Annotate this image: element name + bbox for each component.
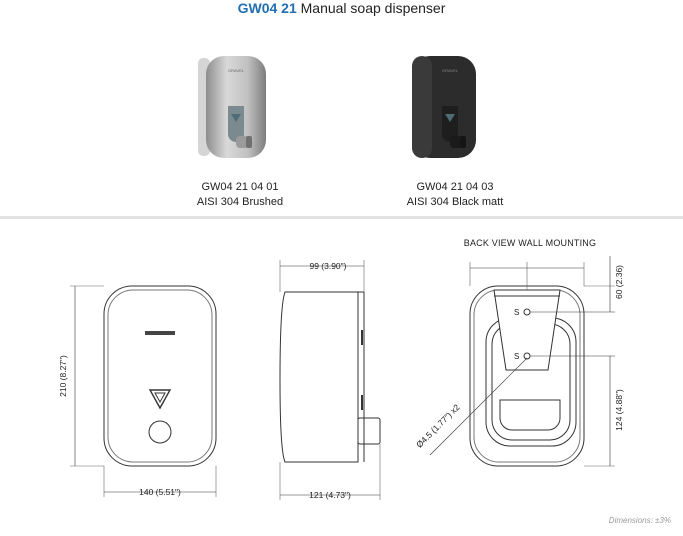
product-code: GW04 21 04 01 (201, 181, 279, 193)
product-image-brushed: GRAVEL (198, 56, 266, 158)
dim-depth-top-label: 99 (3.90") (309, 261, 346, 271)
product-finish: AISI 304 Brushed (196, 196, 284, 208)
product-finish: AISI 304 Black matt (406, 196, 504, 208)
hole-label-top: S (514, 308, 519, 317)
product-code-title: GW04 21 (237, 0, 297, 16)
dim-depth-bottom-label: 121 (4.73") (309, 490, 351, 500)
dimensions-note: Dimensions: ±3% (608, 516, 671, 525)
dim-width-label: 140 (5.51") (139, 487, 181, 497)
svg-text:GRAVEL: GRAVEL (442, 68, 459, 73)
product-code: GW04 21 04 03 (416, 181, 494, 193)
product-name-title: Manual soap dispenser (300, 0, 446, 16)
dim-height-label: 210 (8.27") (58, 355, 68, 397)
svg-text:GRAVEL: GRAVEL (228, 68, 245, 73)
section-divider (0, 216, 683, 219)
dim-hole-label: Ø4.5 (1.77") x2 (414, 402, 462, 450)
back-view-title: BACK VIEW WALL MOUNTING (463, 238, 597, 248)
product-image-black: GRAVEL (412, 56, 476, 158)
product-caption-brushed: GW04 21 04 01 AISI 304 Brushed (140, 180, 340, 210)
front-view-outline (103, 285, 217, 467)
product-caption-black: GW04 21 04 03 AISI 304 Black matt (355, 180, 555, 210)
dim-top-offset-label: 60 (2.36) (614, 265, 624, 299)
page-title: GW04 21 Manual soap dispenser (0, 0, 683, 16)
hole-label-bottom: S (514, 352, 519, 361)
side-view-outline (279, 291, 359, 463)
dim-bottom-offset-label: 124 (4.88") (614, 389, 624, 431)
